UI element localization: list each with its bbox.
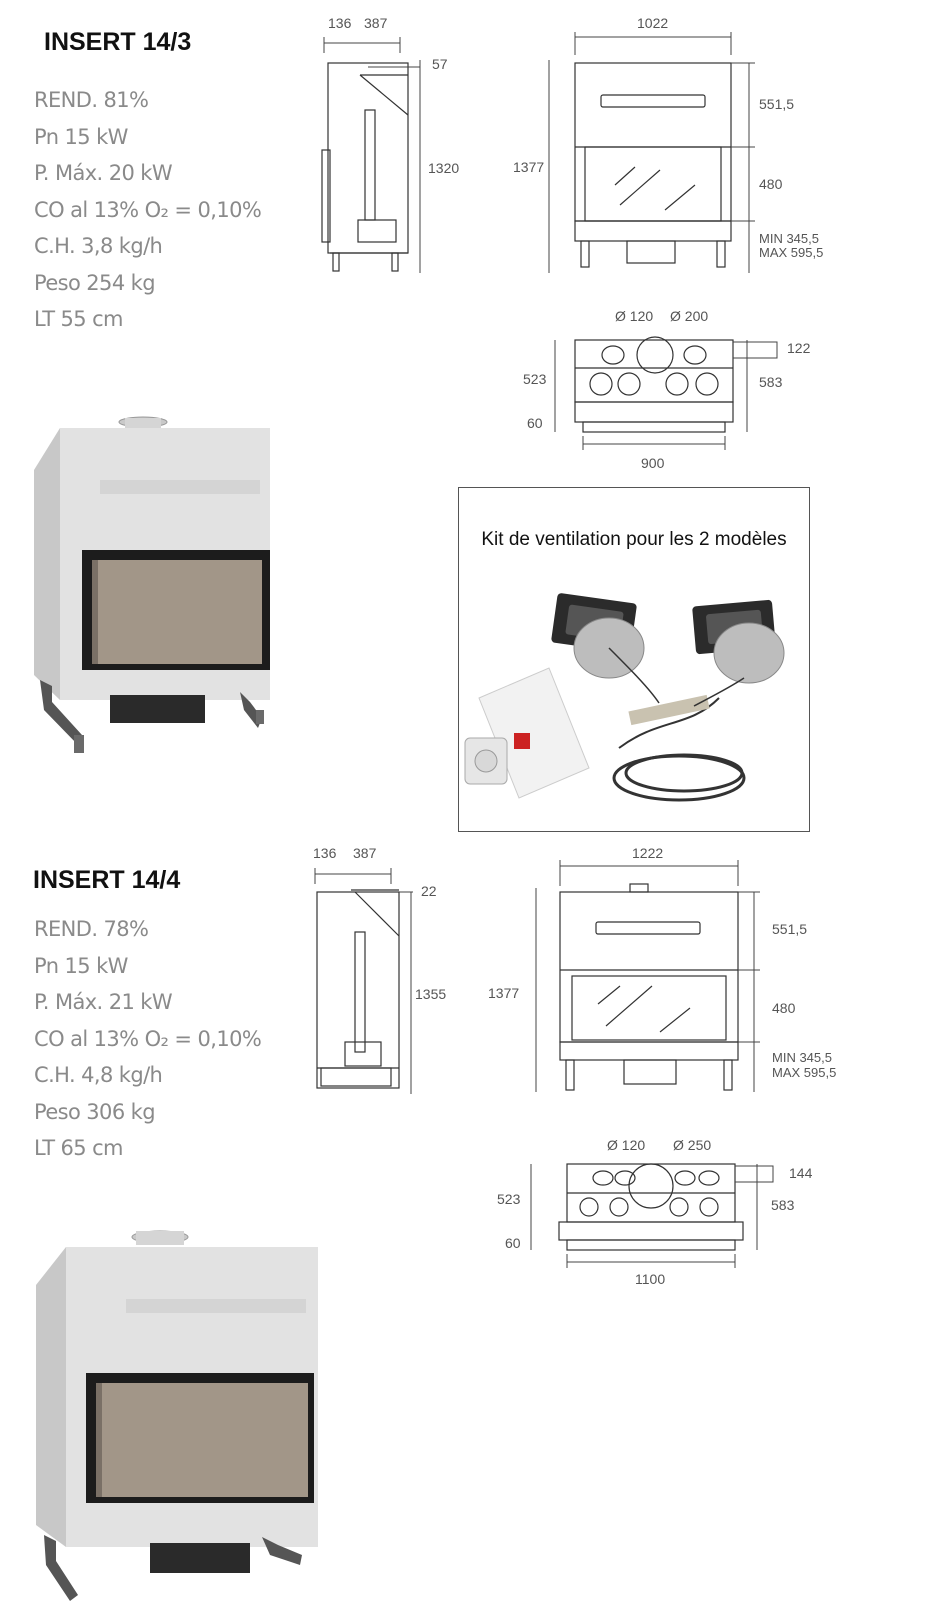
top-dim-bottom: 60 [527, 415, 543, 431]
top-dim-right-small: 144 [789, 1165, 813, 1181]
front-dim-height: 1377 [513, 159, 544, 175]
top-dim-right: 583 [771, 1197, 795, 1213]
fireplace-photo [34, 416, 270, 753]
top-dim-right: 583 [759, 374, 783, 390]
spec-log-length: LT 65 cm [34, 1136, 124, 1160]
spec-weight: Peso 254 kg [34, 270, 156, 295]
ventilation-kit-photo [464, 593, 785, 802]
front-dim-max: MAX 595,5 [772, 1065, 836, 1080]
spec-max-power: P. Máx. 20 kW [34, 161, 173, 185]
front-dim-min: MIN 345,5 [759, 231, 819, 246]
spec-nominal-power: Pn 15 kW [34, 124, 128, 149]
top-dim-diameter-large: Ø 250 [673, 1137, 711, 1153]
spec-fuel-consumption: C.H. 4,8 kg/h [34, 1063, 163, 1087]
spec-efficiency: REND. 81% [34, 88, 149, 112]
spec-max-power: P. Máx. 21 kW [34, 990, 173, 1014]
front-dim-glass: 480 [759, 176, 783, 192]
side-dim-top: 57 [432, 56, 448, 72]
top-dim-width: 900 [641, 455, 665, 471]
model-specs: REND. 78% Pn 15 kW P. Máx. 21 kW CO al 1… [34, 911, 262, 1167]
side-dim-top: 22 [421, 883, 437, 899]
front-dim-upper: 551,5 [772, 921, 807, 937]
top-dim-diameter-large: Ø 200 [670, 308, 708, 324]
model-title: INSERT 14/4 [33, 866, 181, 894]
front-dim-height: 1377 [488, 985, 519, 1001]
front-dim-upper: 551,5 [759, 96, 794, 112]
spec-weight: Peso 306 kg [34, 1099, 156, 1124]
front-view-drawing: 1222 1377 551,5 480 MIN 345,5 MAX 595,5 [488, 845, 836, 1092]
side-dim-depth-b: 387 [364, 15, 388, 31]
top-dim-diameter-small: Ø 120 [607, 1137, 645, 1153]
front-dim-width: 1222 [632, 845, 663, 861]
side-dim-depth-a: 136 [328, 15, 352, 31]
top-view-drawing: Ø 120 Ø 200 122 523 583 60 900 [523, 308, 811, 471]
top-dim-bottom: 60 [505, 1235, 521, 1251]
side-view-drawing: 136 387 22 1355 [313, 845, 446, 1094]
spec-co: CO al 13% O₂ = 0,10% [34, 197, 262, 222]
ventilation-kit-box: Kit de ventilation pour les 2 modèles [458, 487, 810, 832]
spec-co: CO al 13% O₂ = 0,10% [34, 1026, 262, 1051]
front-dim-width: 1022 [637, 15, 668, 31]
front-dim-max: MAX 595,5 [759, 245, 823, 260]
top-view-drawing: Ø 120 Ø 250 144 523 583 60 1100 [497, 1137, 813, 1287]
top-dim-diameter-small: Ø 120 [615, 308, 653, 324]
spec-fuel-consumption: C.H. 3,8 kg/h [34, 234, 163, 258]
front-dim-glass: 480 [772, 1000, 796, 1016]
side-dim-height: 1320 [428, 160, 459, 176]
side-dim-height: 1355 [415, 986, 446, 1002]
kit-title: Kit de ventilation pour les 2 modèles [481, 529, 787, 550]
top-dim-width: 1100 [635, 1271, 665, 1287]
top-dim-right-small: 122 [787, 340, 811, 356]
model-specs: REND. 81% Pn 15 kW P. Máx. 20 kW CO al 1… [34, 82, 262, 338]
front-view-drawing: 1022 1377 551,5 480 MIN 345,5 MAX 595,5 [513, 15, 823, 273]
side-dim-depth-a: 136 [313, 845, 337, 861]
spec-efficiency: REND. 78% [34, 917, 149, 941]
side-dim-depth-b: 387 [353, 845, 377, 861]
spec-nominal-power: Pn 15 kW [34, 953, 128, 978]
front-dim-min: MIN 345,5 [772, 1050, 832, 1065]
side-view-drawing: 136 387 57 1320 [321, 15, 459, 273]
top-dim-left: 523 [523, 371, 547, 387]
model-title: INSERT 14/3 [44, 28, 192, 56]
fireplace-photo [36, 1230, 318, 1601]
spec-log-length: LT 55 cm [34, 307, 124, 331]
top-dim-left: 523 [497, 1191, 521, 1207]
